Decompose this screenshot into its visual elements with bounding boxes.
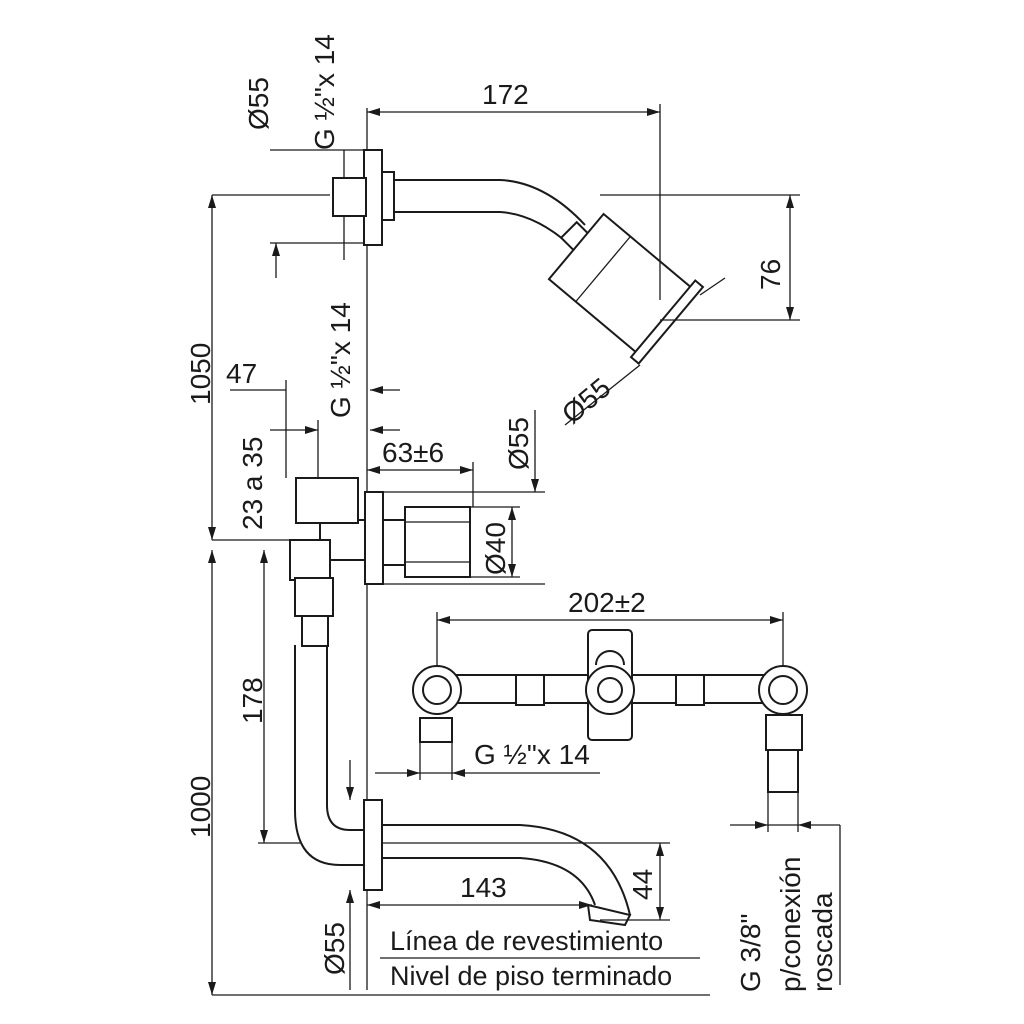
manifold-assembly (412, 629, 808, 793)
label-height-upper: 1050 (185, 343, 216, 405)
label-valve-flange-dia: Ø55 (503, 417, 534, 470)
label-top-dia: Ø55 (243, 77, 274, 130)
supply-pipe (294, 645, 365, 866)
valve-elbow (289, 539, 331, 581)
label-arm-length: 172 (482, 79, 529, 110)
dimension-lines (208, 104, 841, 995)
shower-assembly (332, 149, 705, 365)
label-valve-handle-dia: Ø40 (480, 522, 511, 575)
label-spout-flange-dia: Ø55 (319, 922, 350, 975)
label-valve-offset: 47 (226, 358, 257, 389)
legend: Línea de revestimiento Nivel de piso ter… (390, 926, 672, 991)
shower-face (629, 279, 705, 365)
shower-nut (381, 171, 395, 221)
valve-nipple (301, 615, 329, 647)
label-inlet-note-1: p/conexión (775, 857, 806, 992)
valve-flange (364, 491, 384, 585)
label-spout-drop: 44 (627, 869, 658, 900)
label-spout-length: 143 (460, 872, 507, 903)
dimension-labels: G ½"x 14 Ø55 172 76 Ø55 1050 G ½"x 14 47… (185, 34, 838, 992)
label-drop: 178 (237, 677, 268, 724)
label-inlet-thread: G 3/8" (735, 914, 766, 992)
label-inlet-note-2: roscada (807, 892, 838, 992)
legend-line-2: Nivel de piso terminado (390, 961, 672, 991)
spout (382, 824, 631, 916)
shower-nipple (332, 177, 367, 217)
label-spacing: 202±2 (568, 587, 646, 618)
valve-nut (294, 577, 334, 617)
label-depth: 63±6 (382, 437, 444, 468)
label-head-dia: Ø55 (556, 372, 616, 430)
label-manifold-thread: G ½"x 14 (474, 739, 590, 770)
spout-flange (363, 799, 383, 891)
label-top-thread: G ½"x 14 (309, 34, 340, 150)
spout-assembly (363, 799, 632, 927)
valve-handle-base (382, 519, 406, 566)
legend-line-1: Línea de revestimiento (390, 926, 663, 956)
shower-arm (394, 179, 586, 246)
label-wall-range: 23 a 35 (237, 437, 268, 530)
valve-cartridge (295, 477, 359, 524)
valve-handle (404, 506, 471, 578)
label-height-lower: 1000 (185, 776, 216, 838)
label-valve-thread: G ½"x 14 (325, 302, 356, 418)
valve-assembly (289, 477, 471, 647)
label-head-height: 76 (755, 259, 786, 290)
